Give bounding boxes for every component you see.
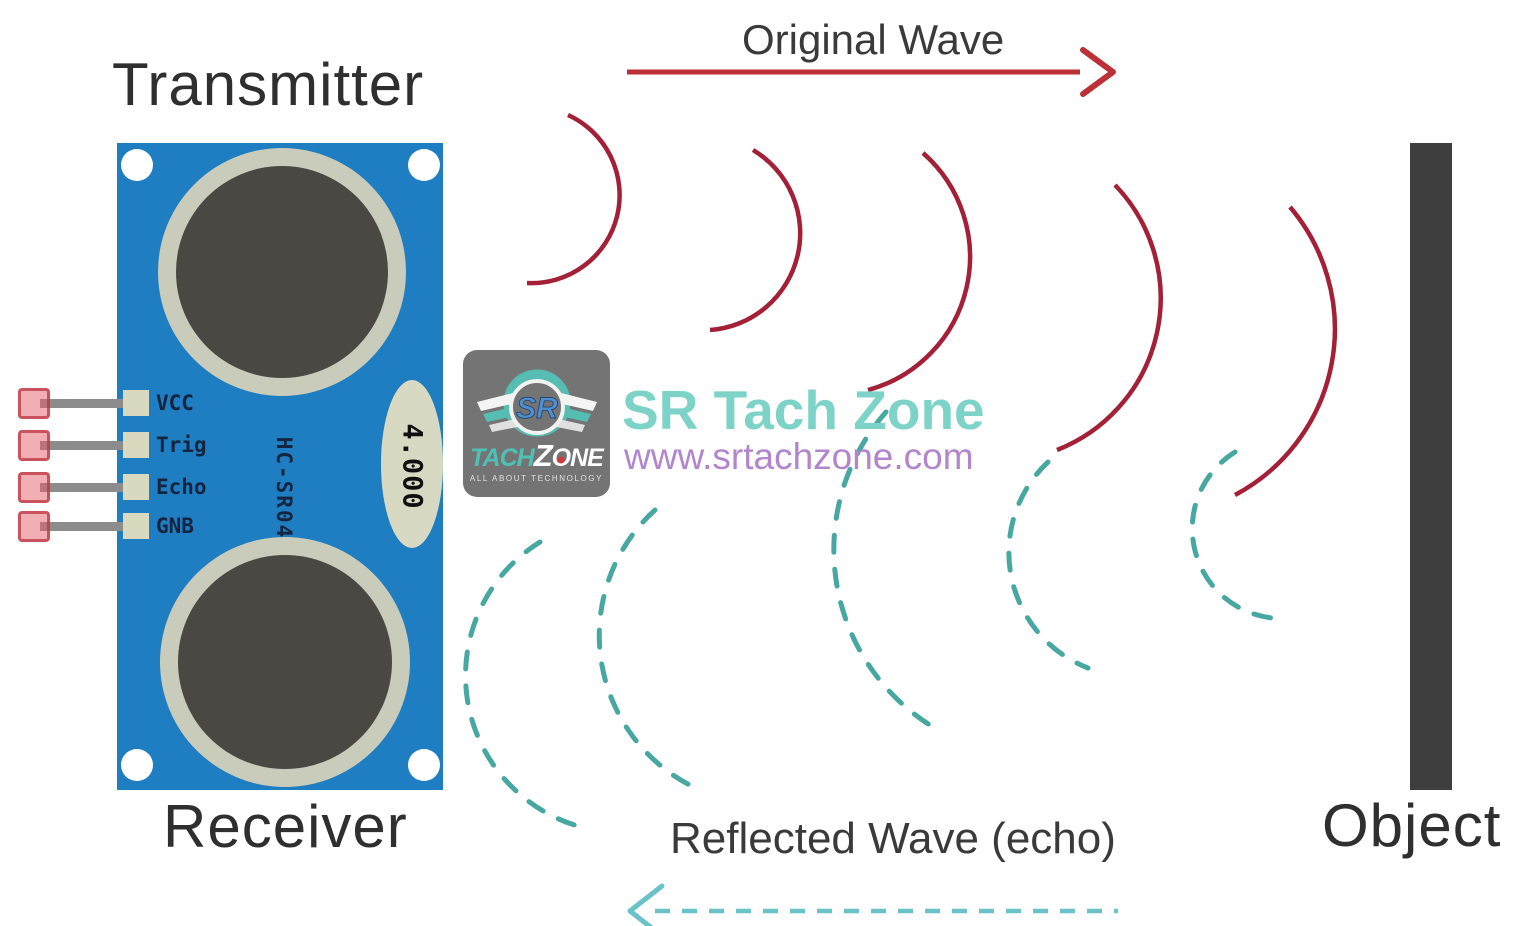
reflected-wave-arc [463,539,588,831]
website-text: www.srtachzone.com [624,436,974,477]
pin-pad [123,432,149,458]
receiver-label: Receiver [163,793,408,860]
pin-cap [18,511,50,542]
mounting-hole [121,149,153,181]
reflected-wave-arrow [627,883,1118,926]
pin-label: Trig [156,433,207,457]
transducer-mesh [176,166,388,378]
logo-name: TACHZONE [470,438,604,473]
pin-pad [123,513,149,539]
reflected-wave-arc [1006,459,1091,671]
reflected-wave-arc [596,507,703,793]
original-wave-arc [867,151,973,393]
original-wave-label: Original Wave [742,16,1005,63]
reflected-wave-arc [831,409,941,733]
original-wave-arc [526,112,622,286]
pin-wire [40,441,126,450]
receiver-transducer [160,537,410,787]
pin-pad [123,390,149,416]
right-arrowhead-icon [1080,47,1116,97]
crystal-frequency-text: 4.000 [396,423,428,510]
mounting-hole [408,149,440,181]
pin-wire [40,522,126,531]
hc-sr04-board [117,143,443,790]
pin-label: VCC [156,391,194,415]
brand-name: SR Tach Zone [622,379,985,441]
pin-label: GNB [156,514,194,538]
pin-wire [40,399,126,408]
logo-tagline: ALL ABOUT TECHNOLOGY [469,474,604,483]
object-bar [1410,143,1452,790]
original-wave-arc [1056,183,1163,453]
transducer-mesh [178,555,392,769]
original-wave-arc [1233,205,1338,497]
pin-label: Echo [156,475,207,499]
original-wave-arcs [526,112,1338,497]
logo-initials: SR [516,392,558,425]
mounting-hole [408,749,440,781]
transmitter-label: Transmitter [112,51,425,118]
logo-badge-icon: SR [477,369,597,437]
pin-pad [123,474,149,500]
left-arrowhead-icon [627,883,665,926]
pin-cap [18,472,50,503]
pin-cap [18,430,50,461]
object-label: Object [1322,792,1502,859]
reflected-wave-arcs [463,409,1275,831]
board-model-text: HC-SR04 [272,436,296,540]
transmitter-transducer [158,148,406,396]
crystal-oscillator: 4.000 [381,380,443,548]
original-wave-arc [709,148,803,333]
pin-cap [18,388,50,419]
reflected-wave-label: Reflected Wave (echo) [670,814,1116,863]
reflected-wave-arc [1189,449,1275,621]
pin-wire [40,483,126,492]
mounting-hole [121,749,153,781]
srtachzone-logo: SR TACHZONE ALL ABOUT TECHNOLOGY [463,350,610,497]
original-wave-arrow [627,47,1116,97]
